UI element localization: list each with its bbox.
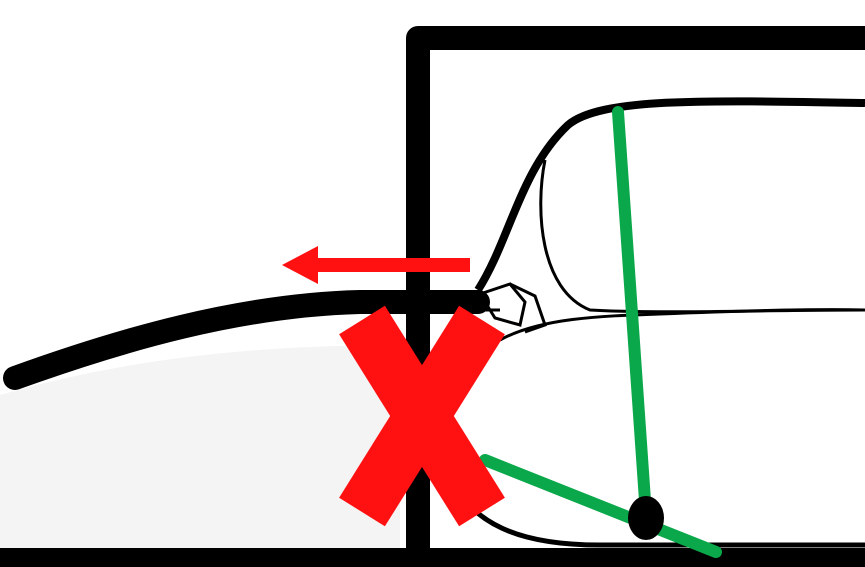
- pull-direction-arrow: [282, 246, 470, 284]
- support-lines: [479, 106, 722, 558]
- pivot-point: [628, 496, 664, 540]
- shadow-area: [0, 345, 400, 560]
- forbidden-x-mark: [339, 305, 505, 527]
- connector-plug: [477, 282, 547, 334]
- cable-line: [3, 290, 490, 390]
